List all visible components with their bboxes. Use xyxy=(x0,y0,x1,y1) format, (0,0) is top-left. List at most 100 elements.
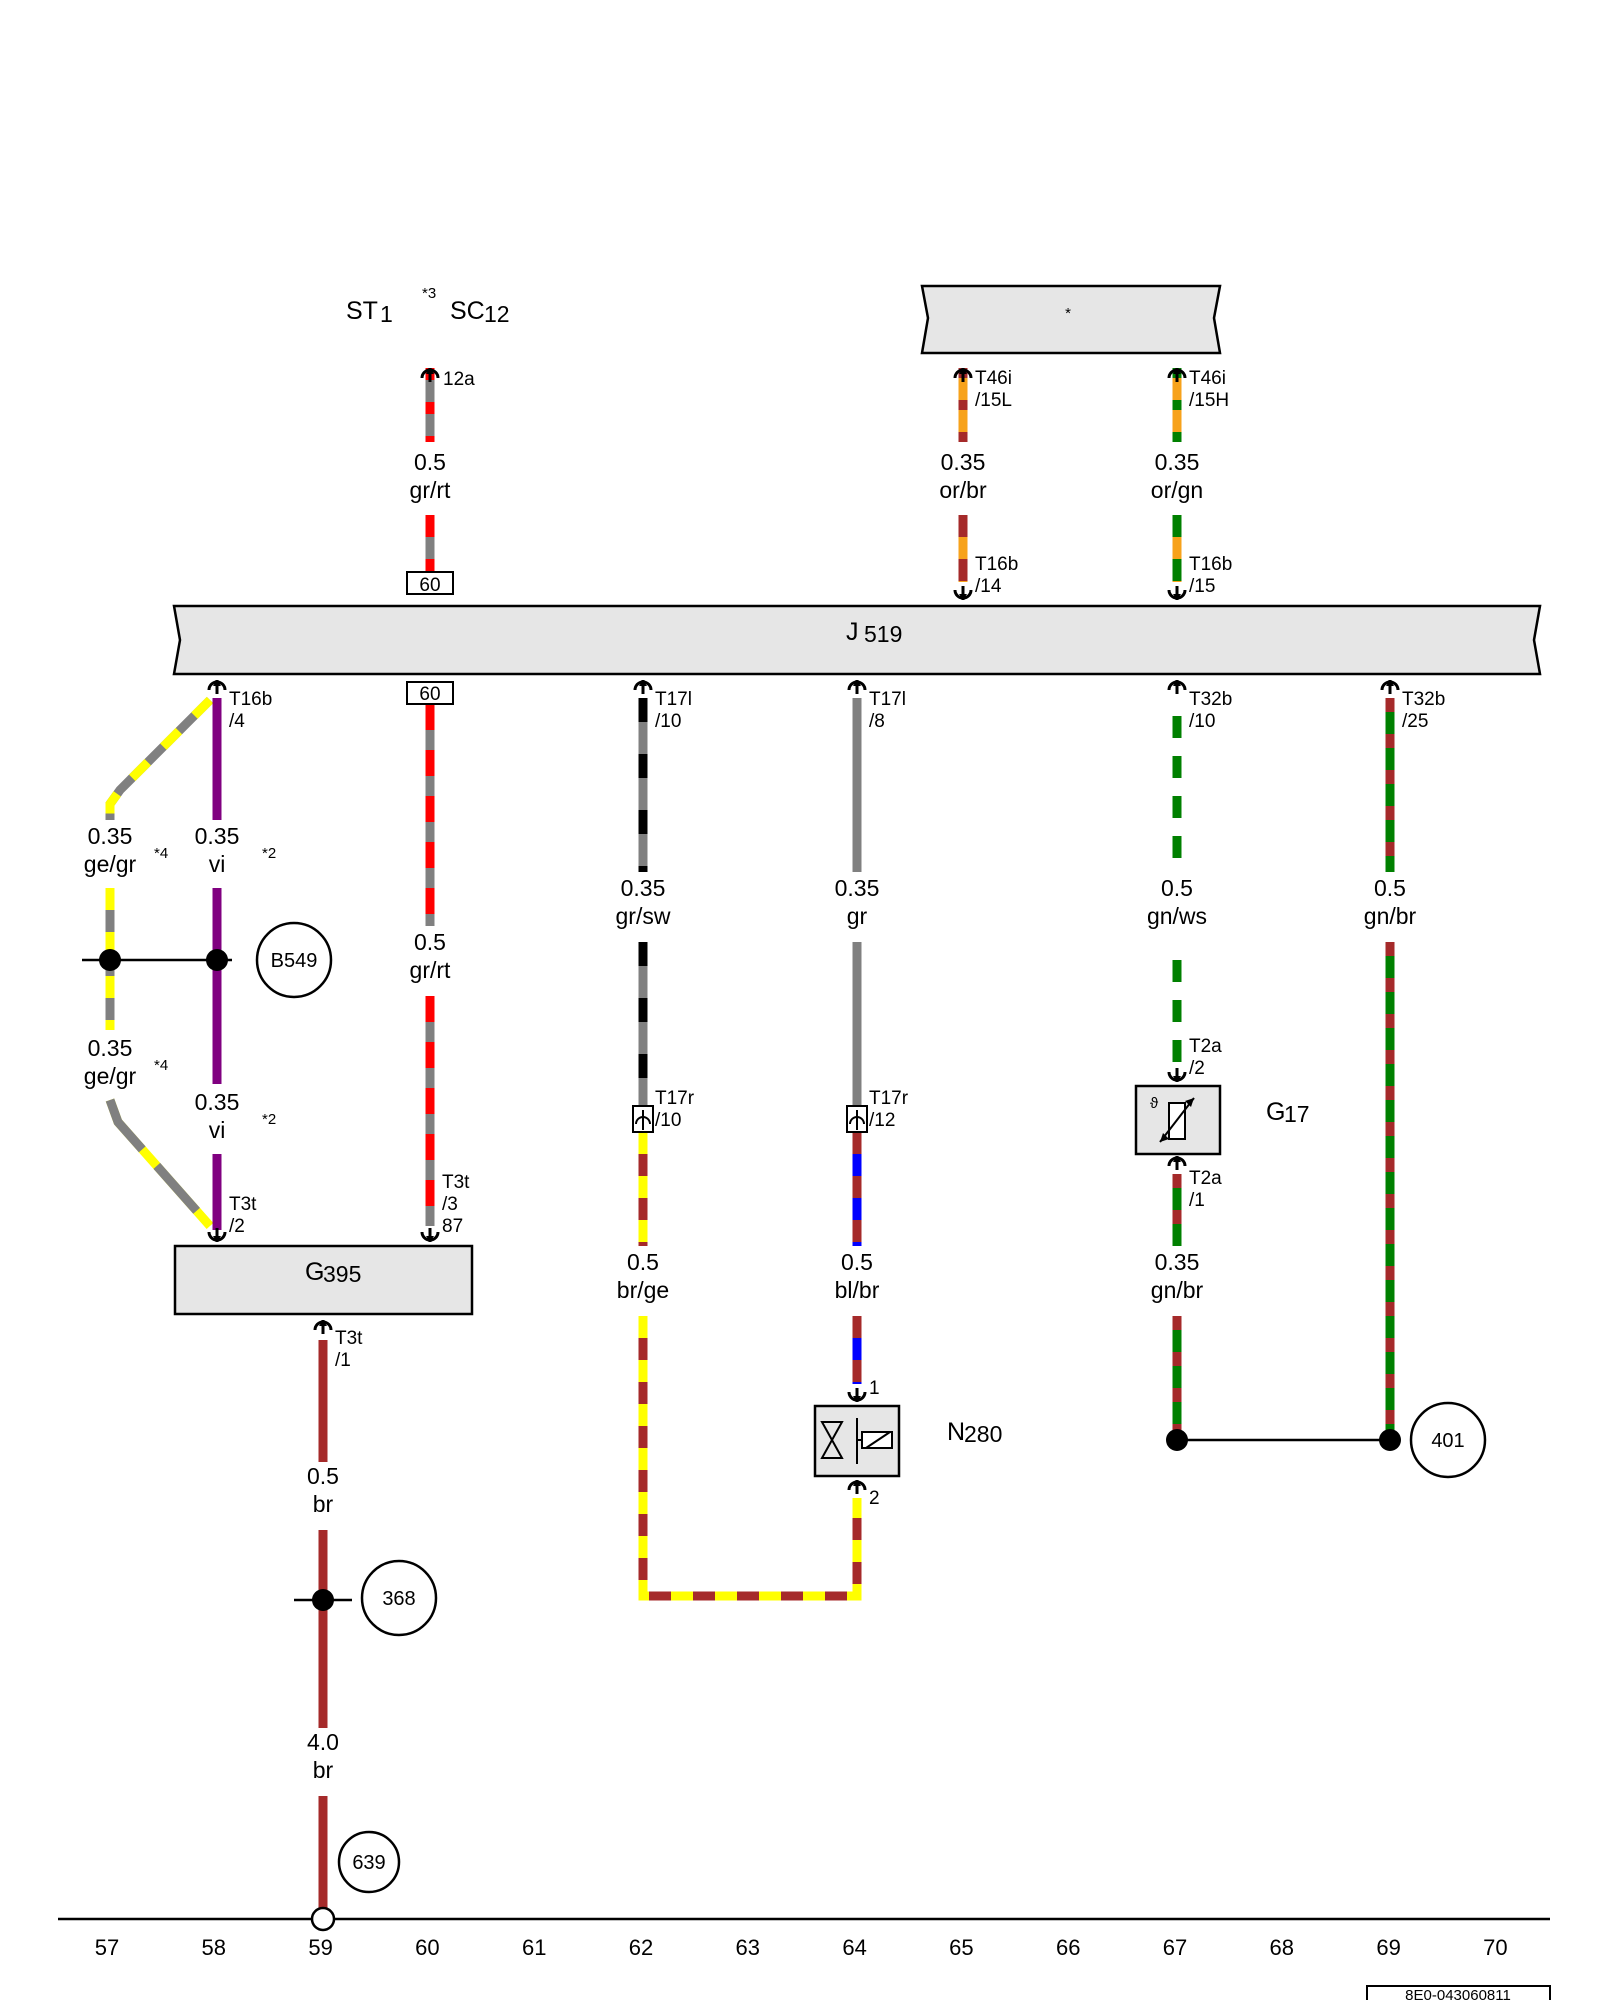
b549-label: B549 xyxy=(271,950,318,972)
svg-text:/10: /10 xyxy=(1189,711,1215,732)
wire-color-w14: bl/br xyxy=(835,1277,880,1303)
wire-color-w4: ge/gr xyxy=(84,851,137,877)
svg-text:*4: *4 xyxy=(154,845,168,862)
wire-color-w17: br xyxy=(313,1757,334,1783)
svg-text:T2a: T2a xyxy=(1189,1168,1222,1189)
wire-size-w6: 0.35 xyxy=(88,1035,133,1061)
svg-text:T46i: T46i xyxy=(975,368,1012,389)
wire-size-w7: 0.35 xyxy=(195,1089,240,1115)
wire-color-w2: or/br xyxy=(939,477,987,503)
wire-ge-gr-bottom-stripe xyxy=(105,1098,214,1229)
t17r-connectors xyxy=(632,1105,868,1133)
fuse-left-sub: 1 xyxy=(380,301,393,327)
reference-circles: B549 368 639 401 xyxy=(255,921,1487,1894)
column-number: 59 xyxy=(308,1935,332,1960)
j519-letter: J xyxy=(846,618,859,646)
wire-size-w3: 0.35 xyxy=(1155,449,1200,475)
svg-text:/25: /25 xyxy=(1402,711,1428,732)
j519-control-unit xyxy=(172,604,1542,676)
n280-number: 280 xyxy=(964,1421,1002,1447)
svg-text:T16b: T16b xyxy=(229,689,272,710)
wire-size-w4: 0.35 xyxy=(88,823,133,849)
column-number: 69 xyxy=(1376,1935,1400,1960)
column-number: 57 xyxy=(95,1935,119,1960)
wire-color-w11: gn/ws xyxy=(1147,903,1207,929)
svg-text:T46i: T46i xyxy=(1189,368,1226,389)
svg-text:T17r: T17r xyxy=(869,1088,909,1109)
n280-solenoid-valve xyxy=(813,1404,901,1478)
svg-text:/10: /10 xyxy=(655,1110,681,1131)
svg-text:*4: *4 xyxy=(154,1057,168,1074)
svg-text:87: 87 xyxy=(442,1216,463,1237)
svg-text:/14: /14 xyxy=(975,576,1002,597)
svg-text:T32b: T32b xyxy=(1402,689,1445,710)
svg-text:/1: /1 xyxy=(335,1350,351,1371)
fuse-left-label: ST xyxy=(346,297,378,325)
g395-letter: G xyxy=(305,1258,324,1286)
relay-position-top: 60 xyxy=(419,575,440,596)
wire-color-w3: or/gn xyxy=(1151,477,1203,503)
wire-color-w7: vi xyxy=(209,1117,226,1143)
wire-color-w12: gn/br xyxy=(1364,903,1417,929)
wire-size-w1: 0.5 xyxy=(414,449,446,475)
wire-color-w16: br xyxy=(313,1491,334,1517)
svg-text:*2: *2 xyxy=(262,1111,276,1128)
wire-size-w14: 0.5 xyxy=(841,1249,873,1275)
wire-size-w2: 0.35 xyxy=(941,449,986,475)
g368-label: 368 xyxy=(382,1588,415,1610)
svg-text:/10: /10 xyxy=(655,711,681,732)
svg-text:/12: /12 xyxy=(869,1110,895,1131)
fuse-right-label: SC xyxy=(450,297,485,325)
wire-br-ge-loop-stripe xyxy=(638,1316,862,1601)
footer-code: 8E0-043060811 xyxy=(1405,1987,1511,2000)
svg-text:T17r: T17r xyxy=(655,1088,695,1109)
column-number: 64 xyxy=(842,1935,866,1960)
fuse-label: ST 1 *3 SC 12 12a xyxy=(346,285,510,390)
relay-position-bottom: 60 xyxy=(419,684,440,705)
g17-letter: G xyxy=(1266,1098,1285,1126)
svg-text:*2: *2 xyxy=(262,845,276,862)
svg-text:/3: /3 xyxy=(442,1194,458,1215)
wire-color-w15: gn/br xyxy=(1151,1277,1204,1303)
wire-color-w13: br/ge xyxy=(617,1277,669,1303)
footer-code-box xyxy=(1366,1985,1551,2000)
top-component-box xyxy=(920,284,1222,355)
svg-text:/4: /4 xyxy=(229,711,245,732)
svg-text:T3t: T3t xyxy=(229,1194,257,1215)
wire-color-w9: gr/sw xyxy=(616,903,671,929)
svg-text:T2a: T2a xyxy=(1189,1036,1222,1057)
column-number: 58 xyxy=(202,1935,226,1960)
wire-size-w15: 0.35 xyxy=(1155,1249,1200,1275)
wire-size-w12: 0.5 xyxy=(1374,875,1406,901)
relay-position-box-bottom xyxy=(406,681,454,705)
svg-text:T17l: T17l xyxy=(869,689,906,710)
svg-text:T16b: T16b xyxy=(975,554,1018,575)
wire-ge-gr-top xyxy=(105,696,214,820)
svg-text:/2: /2 xyxy=(1189,1058,1205,1079)
svg-text:2: 2 xyxy=(869,1488,880,1509)
column-number: 60 xyxy=(415,1935,439,1960)
wire-color-w10: gr xyxy=(847,903,868,929)
column-number: 70 xyxy=(1483,1935,1507,1960)
column-number: 66 xyxy=(1056,1935,1080,1960)
svg-text:T16b: T16b xyxy=(1189,554,1232,575)
svg-text:/8: /8 xyxy=(869,711,885,732)
wire-size-w11: 0.5 xyxy=(1161,875,1193,901)
column-number: 63 xyxy=(736,1935,760,1960)
splice-points xyxy=(82,949,1401,1611)
terminal-labels: T46i /15L T46i /15H T16b /14 T16b /15 T1… xyxy=(229,368,1445,1509)
wire-ge-gr-top-stripe xyxy=(105,696,214,820)
fuse-note: *3 xyxy=(422,285,436,302)
svg-text:/2: /2 xyxy=(229,1216,245,1237)
footnote-markers: *4 *2 *4 *2 xyxy=(154,845,276,1128)
connector-symbols xyxy=(207,366,1400,1496)
wire-size-w5: 0.35 xyxy=(195,823,240,849)
g639-label: 639 xyxy=(352,1852,385,1874)
wire-color-w1: gr/rt xyxy=(410,477,452,503)
svg-text:T17l: T17l xyxy=(655,689,692,710)
svg-text:1: 1 xyxy=(869,1378,880,1399)
ground-terminal xyxy=(310,1906,336,1932)
wire-labels: 0.5gr/rt0.35or/br0.35or/gn0.35ge/gr0.35v… xyxy=(84,449,1417,1783)
